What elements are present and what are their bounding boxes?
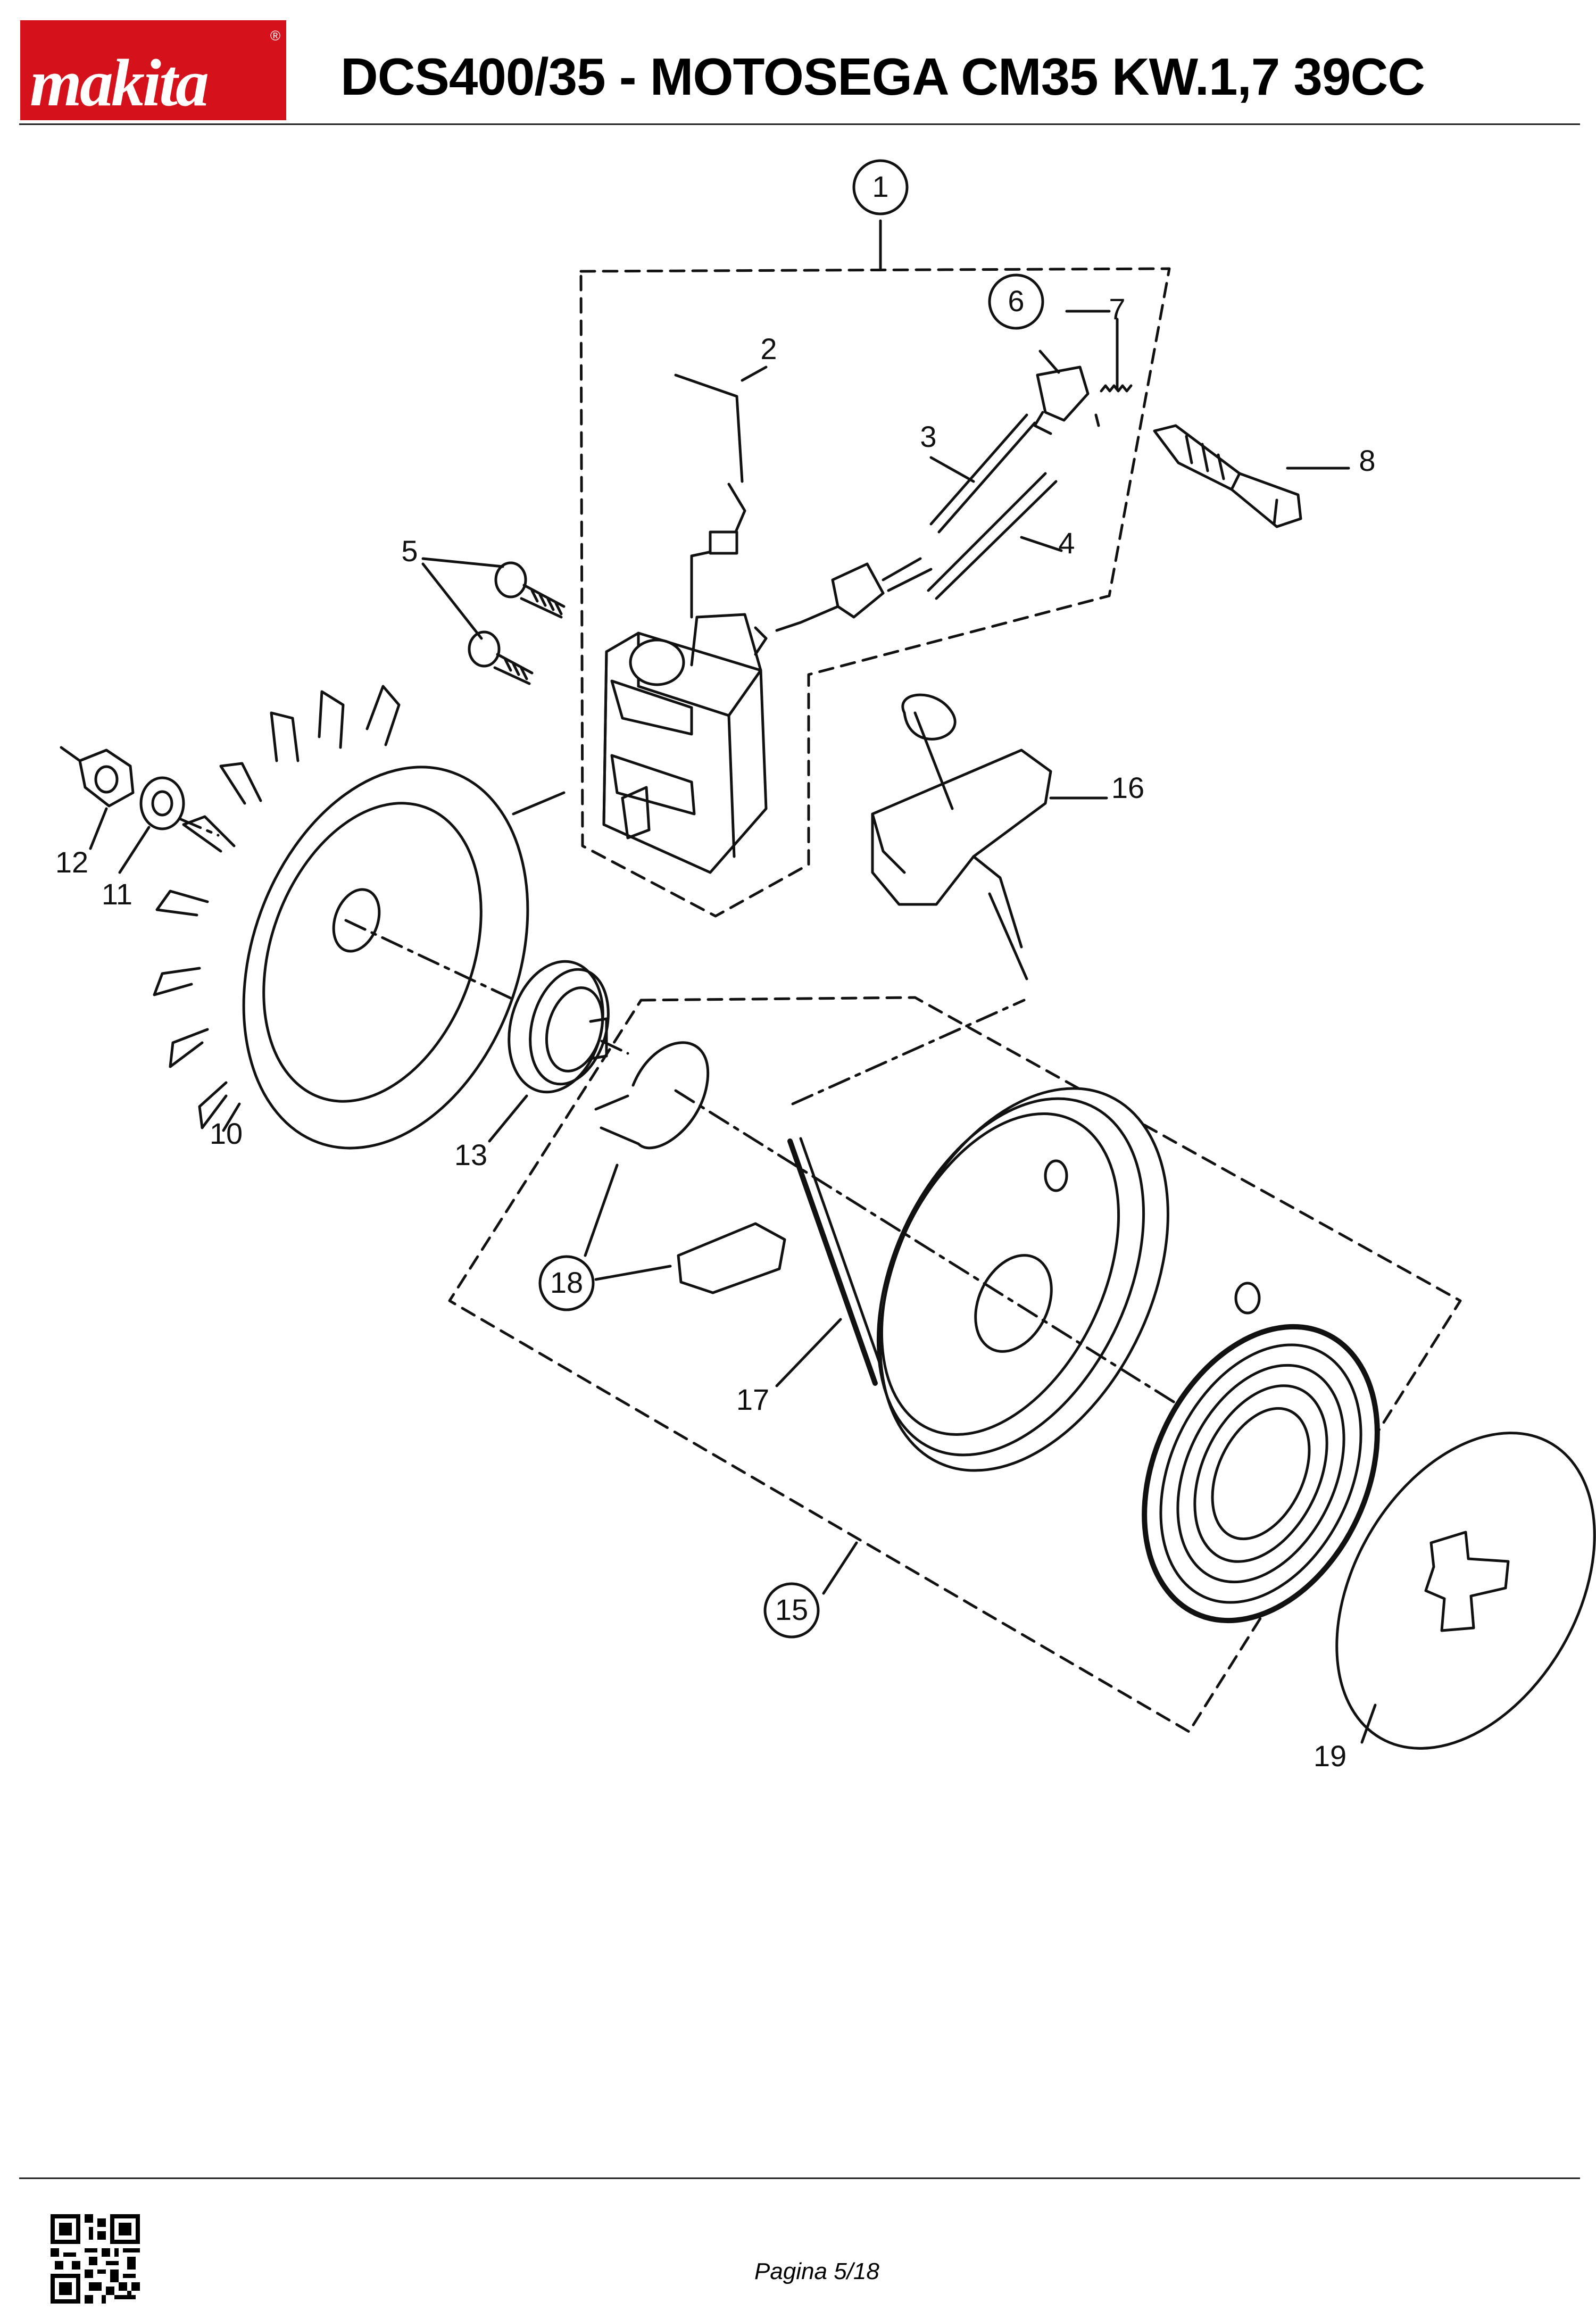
callout-label-1: 1 [872,170,888,203]
callout-label-15: 15 [775,1593,808,1626]
starter-pulley [508,960,610,1094]
centerline [179,818,220,837]
flywheel-washer [139,776,185,830]
callout-label-11: 11 [102,877,132,911]
callout-leader [89,807,108,850]
callout-label-3: 3 [920,420,936,453]
callout-label-5: 5 [401,534,418,568]
flywheel [153,685,529,1150]
recoil-spring [1142,1282,1380,1624]
callout-label-4: 4 [1058,526,1075,560]
starter-pawl [677,1222,786,1294]
callout-label-16: 16 [1111,771,1144,804]
page-title: DCS400/35 - MOTOSEGA CM35 KW.1,7 39CC [340,47,1425,106]
callout-circle [852,159,909,215]
callout-leader [1020,536,1063,552]
ignition-wire [674,373,746,619]
ignition-coil [602,613,768,874]
page-number: Pagina 5/18 [754,2258,879,2284]
callout-label-6: 6 [1008,284,1024,318]
callout-leader [512,791,566,816]
callout-leader [222,1102,241,1132]
starter-handle [871,693,1052,980]
spark-plug [1153,424,1302,528]
svg-text:makita: makita [30,46,207,120]
callout-leader [594,1265,672,1281]
callout-leader [929,456,975,483]
callout-leader [421,562,483,640]
page-header: makita ® DCS400/35 - MOTOSEGA CM35 KW.1,… [0,0,1596,128]
callout-label-7: 7 [1109,292,1125,326]
makita-logo: makita ® [20,20,286,120]
callout-label-19: 19 [1314,1739,1346,1773]
callout-label-12: 12 [55,845,88,879]
starter-rope [787,1137,887,1386]
callout-circle [538,1255,595,1311]
callout-leader [1038,350,1060,374]
callout-circle [988,273,1044,330]
callout-label-8: 8 [1359,444,1375,477]
callout-leader [1360,1703,1377,1744]
flywheel-nut [60,746,135,808]
callout-label-10: 10 [210,1117,243,1150]
svg-text:®: ® [270,28,280,44]
centerline [791,999,1026,1105]
ht-lead [882,413,1058,600]
callout-circle [763,1582,820,1639]
starter-reel [876,1087,1169,1472]
callout-leader [584,1163,619,1257]
footer-divider [19,2177,1580,2179]
callout-leader [775,1318,842,1387]
callout-label-2: 2 [760,332,777,365]
qr-code-icon [51,2214,140,2304]
callout-label-18: 18 [550,1266,583,1299]
screw [468,561,566,685]
callout-leader [118,826,151,874]
ignition-assembly-boundary [579,267,1171,918]
callout-label-13: 13 [454,1138,487,1171]
cover-plate [1335,1432,1596,1750]
header-divider [19,123,1580,125]
callout-leader [741,365,768,382]
spring-clip [594,1041,710,1150]
callout-label-17: 17 [736,1383,769,1416]
callout-leader [421,557,504,568]
callout-leader [822,1541,858,1595]
ht-connector [775,562,885,632]
callout-leader [488,1094,528,1143]
